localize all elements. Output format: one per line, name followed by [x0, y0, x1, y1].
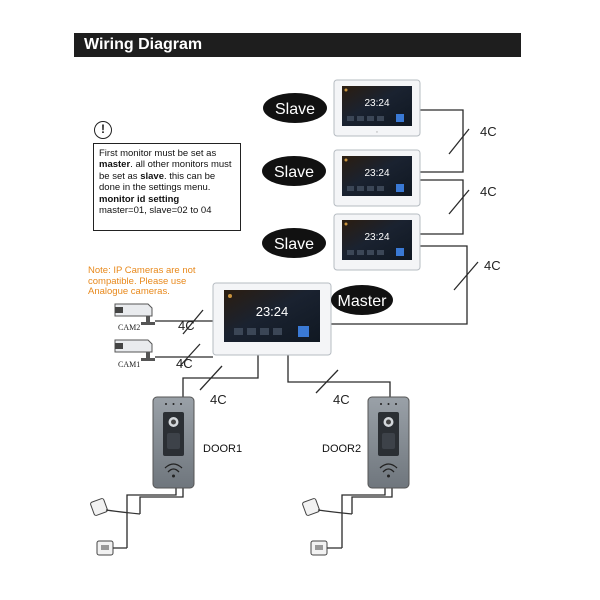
wires — [126, 109, 479, 548]
camera-label: CAM2 — [118, 323, 140, 332]
wire-master-door1 — [182, 353, 259, 397]
cable-mark — [179, 343, 201, 367]
camera-note: Note: IP Cameras are not compatible. Ple… — [88, 265, 196, 297]
cable-label-4c: 4C — [480, 124, 497, 139]
role-label-master: Master — [338, 293, 388, 310]
cable-label-4c: 4C — [484, 258, 501, 273]
cable-label-4c: 4C — [178, 318, 195, 333]
cable-mark — [182, 309, 204, 335]
power-adapter-2 — [302, 498, 353, 516]
cable-mark — [453, 261, 479, 291]
role-label-slave: Slave — [275, 101, 315, 118]
monitor-slave-3: 23:24 — [333, 213, 421, 271]
wire-door2-power — [351, 488, 393, 514]
info-bold-master: master — [99, 159, 131, 171]
info-bold-setting: monitor id setting — [99, 193, 180, 205]
info-bold-slave: slave — [140, 170, 164, 182]
wire-door1-lock — [126, 488, 177, 548]
role-badge — [262, 228, 326, 258]
wire-slave1-slave2 — [420, 109, 464, 173]
camera-cam1: CAM1 — [114, 339, 155, 369]
lock-module-2 — [310, 540, 342, 556]
role-badge — [263, 93, 327, 123]
wire-master-door2 — [287, 353, 391, 397]
cable-label-4c: 4C — [480, 184, 497, 199]
monitor-slave-1: 23:24 ▪ — [333, 79, 421, 137]
lock-module-1 — [96, 540, 127, 556]
cable-label-4c: 4C — [333, 392, 350, 407]
role-badge — [331, 285, 393, 315]
camera-cam2: CAM2 — [114, 303, 155, 332]
cable-mark — [315, 369, 339, 394]
monitor-clock: 23:24 — [364, 98, 389, 109]
monitor-master: 23:24 — [212, 282, 332, 356]
cable-label-4c: 4C — [176, 356, 193, 371]
door-station-1: DOOR1 — [152, 396, 242, 489]
cable-label-4c: 4C — [210, 392, 227, 407]
cable-mark — [448, 189, 470, 215]
cable-mark — [199, 365, 223, 391]
door-label: DOOR1 — [203, 443, 242, 455]
wire-door1-power — [139, 488, 184, 514]
power-adapter-1 — [90, 498, 141, 516]
page-title: Wiring Diagram — [84, 36, 203, 53]
info-text: master=01, slave=02 to 04 — [99, 205, 212, 217]
wire-door2-lock — [341, 488, 386, 548]
info-text: . all other monitors must be set as — [99, 159, 232, 182]
door-station-2: DOOR2 — [322, 396, 410, 489]
cable-mark — [448, 128, 470, 155]
info-text: First monitor must be set as — [99, 148, 217, 159]
monitor-slave-2: 23:24 — [333, 149, 421, 207]
wire-slave2-slave3 — [420, 179, 464, 235]
role-label-slave: Slave — [274, 236, 314, 253]
camera-label: CAM1 — [118, 360, 140, 369]
monitor-clock: 23:24 — [256, 304, 289, 319]
info-icon: ! — [94, 121, 112, 139]
wire-slave3-master — [330, 245, 468, 325]
role-badge — [262, 156, 326, 186]
info-box: First monitor must be set as master. all… — [93, 143, 241, 231]
svg-text:▪: ▪ — [376, 130, 377, 134]
door-label: DOOR2 — [322, 443, 361, 455]
monitor-clock: 23:24 — [364, 168, 389, 179]
role-label-slave: Slave — [274, 164, 314, 181]
title-bar: Wiring Diagram — [74, 33, 521, 57]
monitor-clock: 23:24 — [364, 232, 389, 243]
info-text: . this can be done in the settings menu. — [99, 170, 216, 194]
